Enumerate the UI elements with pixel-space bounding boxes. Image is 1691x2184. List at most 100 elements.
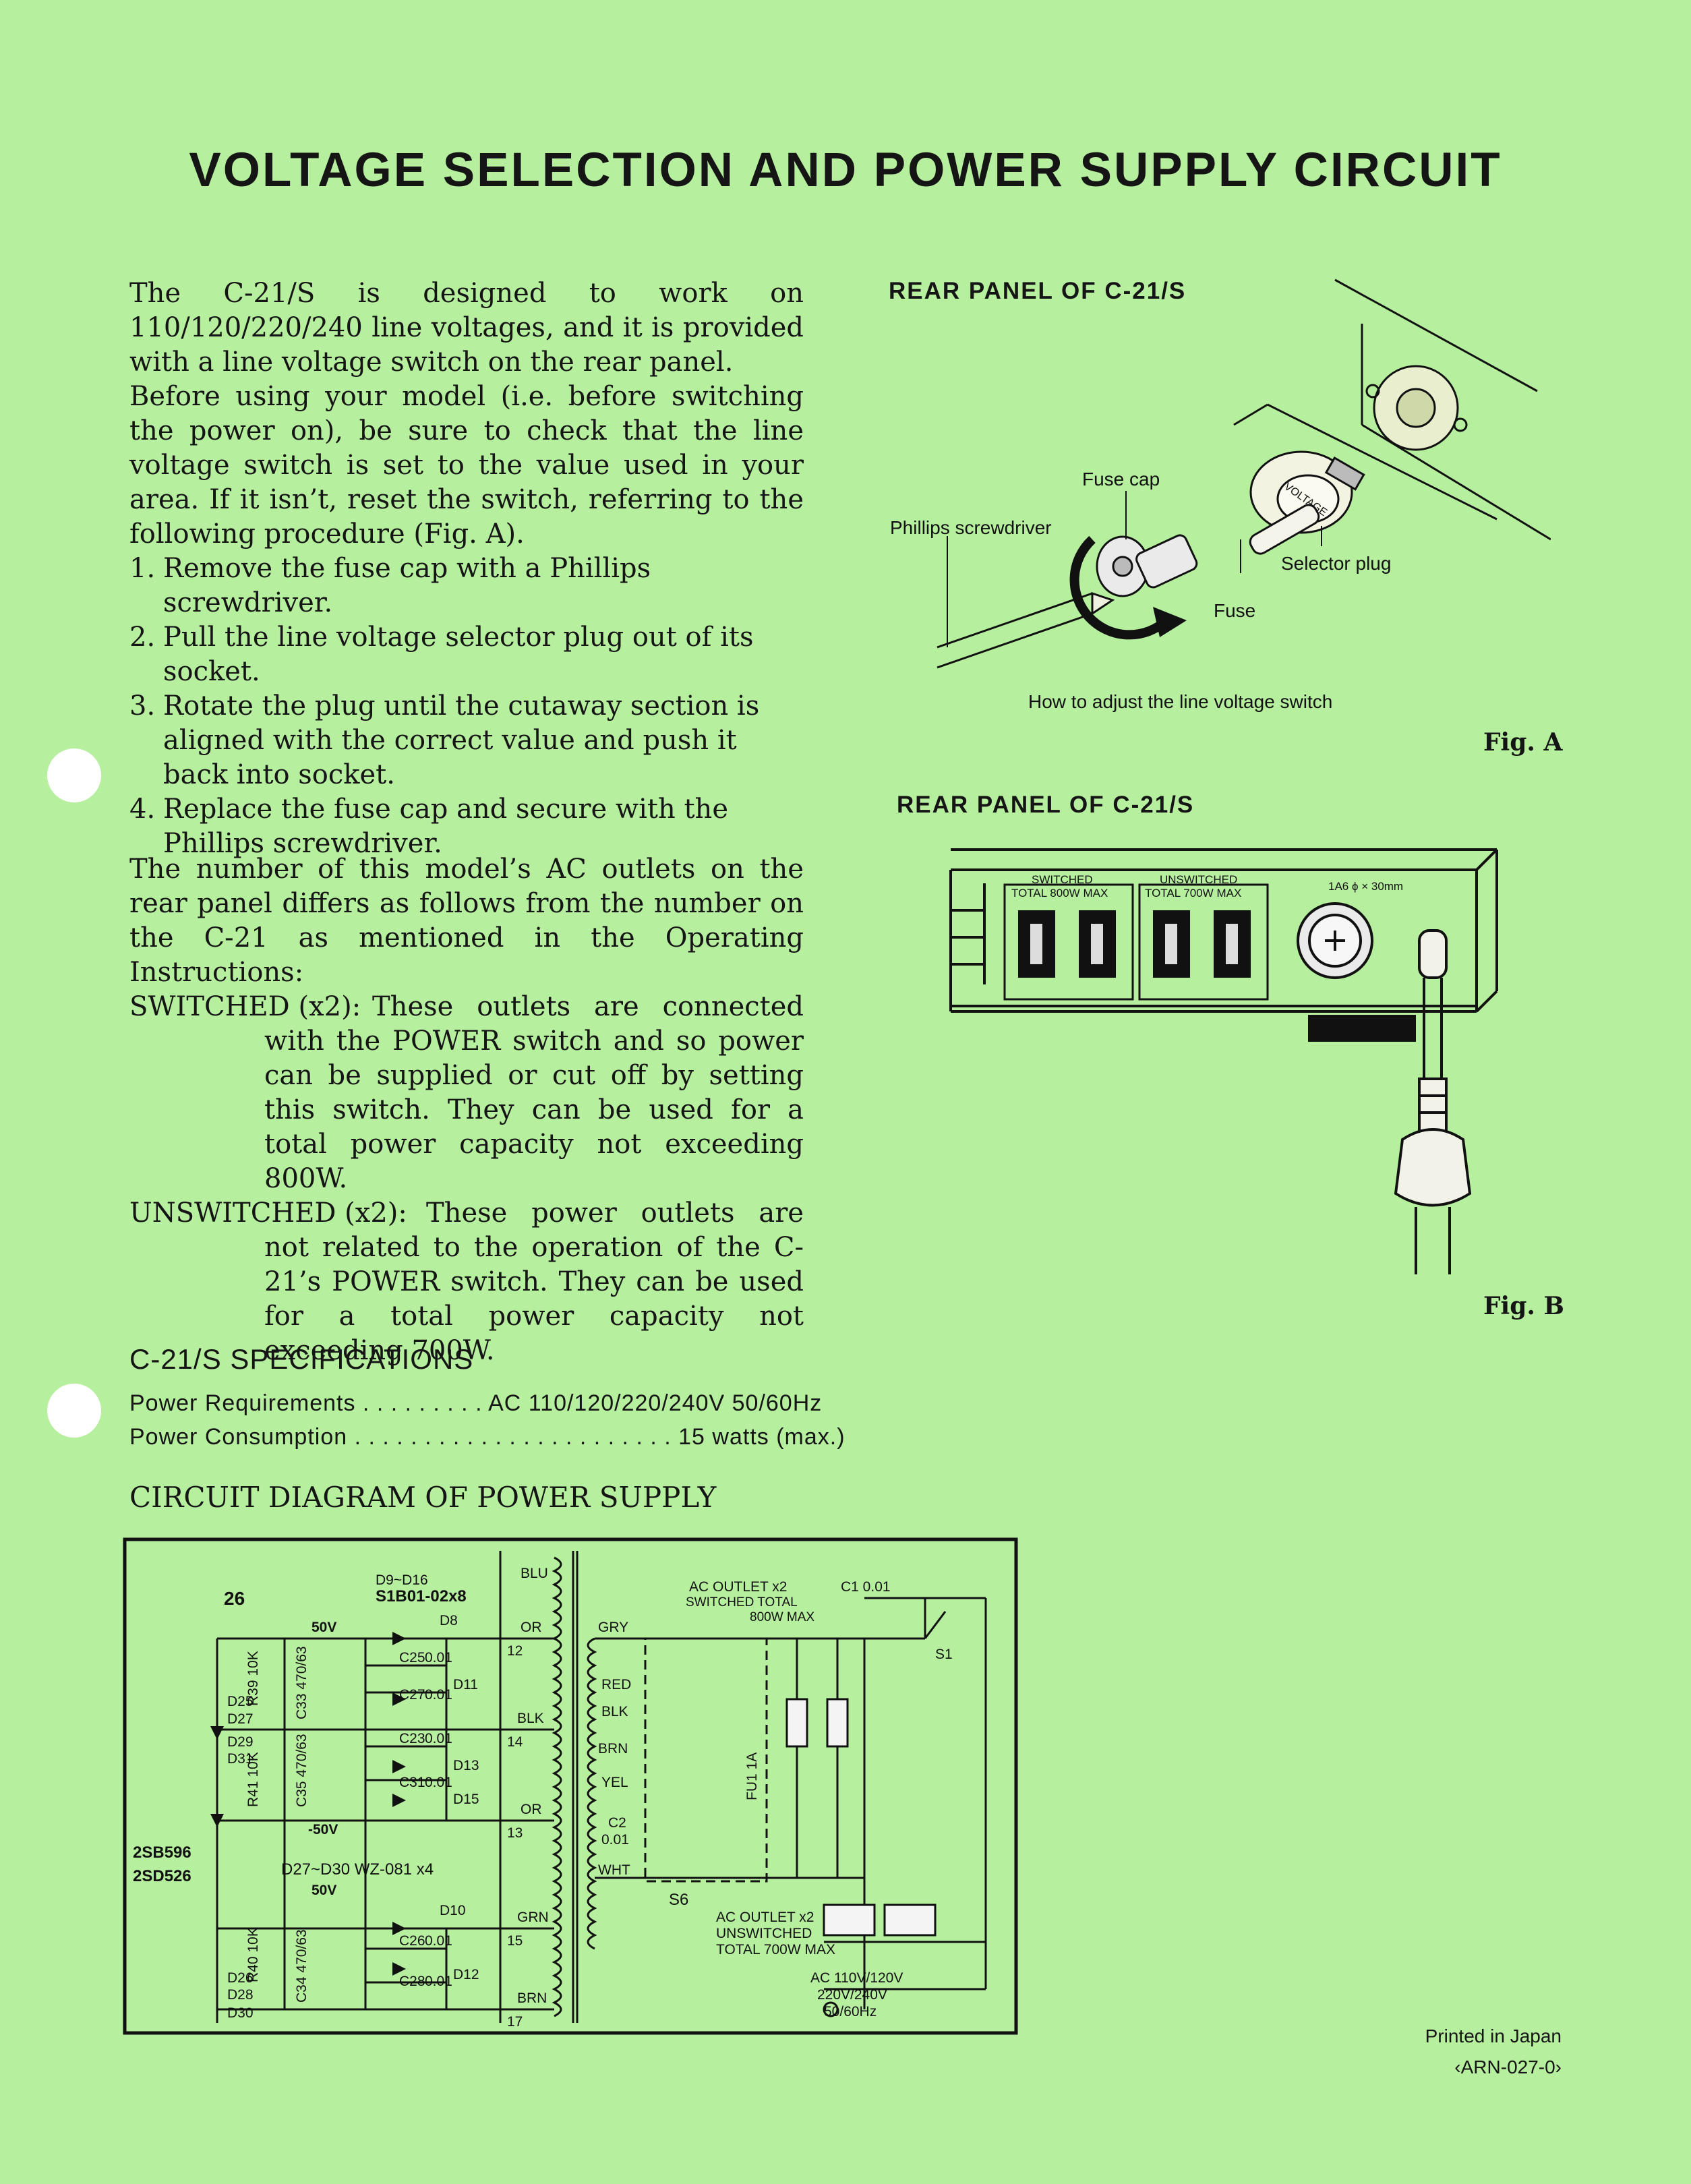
fuse-holder bbox=[1297, 902, 1373, 979]
ckt-label-d30: D30 bbox=[227, 2005, 254, 2021]
ckt-label-t12: 12 bbox=[507, 1643, 523, 1659]
ckt-label-s1b01: S1B01-02x8 bbox=[376, 1587, 467, 1605]
ckt-label-d10: D10 bbox=[440, 1903, 466, 1918]
ckt-label-c35: C35 470/63 bbox=[294, 1734, 309, 1807]
step-text: Rotate the plug until the cutaway sectio… bbox=[163, 690, 760, 790]
ckt-label-brn2: BRN bbox=[598, 1741, 628, 1757]
fig-b-heading: REAR PANEL OF C-21/S bbox=[897, 792, 1195, 818]
ckt-label-cap-value: 0.01 bbox=[425, 1933, 452, 1949]
ckt-label-neg50v: -50V bbox=[308, 1822, 338, 1837]
punch-hole-bottom bbox=[47, 1384, 101, 1438]
fig-b-label: Fig. B bbox=[1483, 1292, 1564, 1320]
ckt-label-26: 26 bbox=[224, 1588, 245, 1609]
screwdriver bbox=[937, 591, 1115, 669]
ckt-label-cap-value: 0.01 bbox=[425, 1687, 452, 1703]
punch-hole-top bbox=[47, 748, 101, 802]
ckt-label-brn: BRN bbox=[517, 1990, 547, 2006]
arrow-head bbox=[1153, 607, 1187, 637]
fig-a-label: Fig. A bbox=[1483, 728, 1563, 757]
unswitched-outlet-group bbox=[1138, 883, 1269, 1001]
ckt-label-t13: 13 bbox=[507, 1825, 523, 1841]
ckt-label-c2-value: 0.01 bbox=[601, 1832, 629, 1848]
ckt-label-c2: C2 bbox=[608, 1815, 626, 1831]
ckt-label-c25: C25 bbox=[399, 1650, 425, 1665]
outlet-slot bbox=[1165, 924, 1177, 964]
printed-in-japan: Printed in Japan bbox=[1425, 2026, 1562, 2046]
unswitched-label: UNSWITCHED bbox=[1160, 873, 1237, 886]
ckt-label-d11: D11 bbox=[453, 1677, 478, 1692]
outlets-intro: The number of this model’s AC outlets on… bbox=[129, 854, 804, 988]
outlet-slot bbox=[1030, 924, 1042, 964]
ckt-label-cap-value: 0.01 bbox=[425, 1775, 452, 1790]
ckt-label-wz081: D27~D30 WZ-081 x4 bbox=[281, 1860, 434, 1879]
voltage-socket bbox=[1365, 365, 1468, 451]
ckt-label-sw-max: 800W MAX bbox=[750, 1610, 814, 1624]
specs-heading: C-21/S SPECIFICATIONS bbox=[129, 1343, 474, 1375]
ckt-label-unsw-label: UNSWITCHED bbox=[716, 1926, 812, 1941]
ckt-label-ac-line3: 50/60Hz bbox=[824, 2004, 877, 2019]
ckt-label-c28: C28 bbox=[399, 1974, 425, 1989]
ckt-label-d13: D13 bbox=[453, 1758, 479, 1773]
ckt-label-sw-total: SWITCHED TOTAL bbox=[686, 1595, 798, 1610]
switched-total: TOTAL 800W MAX bbox=[1011, 887, 1108, 899]
fuse bbox=[1249, 504, 1320, 555]
ckt-label-d26: D26 bbox=[227, 1970, 254, 1986]
switched-outlet-group bbox=[1003, 883, 1134, 1001]
spec-dots: . . . . . . . . . . . . . . . . . . . . … bbox=[347, 1424, 679, 1450]
rear-panel-outline bbox=[1233, 278, 1551, 541]
document-code: ‹ARN-027-0› bbox=[1454, 2057, 1562, 2077]
ckt-label-c1: C1 0.01 bbox=[841, 1579, 891, 1595]
step-number: 3. bbox=[129, 690, 156, 721]
ckt-label-ac-line2: 220V/240V bbox=[817, 1987, 887, 2003]
fuse-rating: 1A6 ϕ × 30mm bbox=[1328, 880, 1403, 893]
ckt-label-d8: D8 bbox=[440, 1613, 458, 1628]
intro-paragraph-1: The C-21/S is designed to work on 110/12… bbox=[129, 278, 804, 378]
ckt-label-t14: 14 bbox=[507, 1734, 523, 1750]
switched-label: SWITCHED bbox=[1032, 873, 1093, 886]
ckt-label-s6: S6 bbox=[669, 1891, 688, 1909]
procedure-step: 3.Rotate the plug until the cutaway sect… bbox=[129, 689, 804, 792]
circuit-border bbox=[123, 1537, 1018, 2035]
step-text: Remove the fuse cap with a Phillips scre… bbox=[163, 553, 651, 618]
ckt-label-unsw-outlet: AC OUTLET x2 bbox=[716, 1910, 814, 1925]
intro-paragraph-2: Before using your model (i.e. before swi… bbox=[129, 381, 804, 550]
circuit-diagram: 26 D9~D16 S1B01-02x8 50V -50V 50V D8 D10… bbox=[123, 1537, 1018, 2035]
ckt-label-cap-value: 0.01 bbox=[425, 1974, 452, 1989]
ckt-label-c26: C26 bbox=[399, 1933, 425, 1949]
ckt-label-d9d16: D9~D16 bbox=[376, 1572, 428, 1588]
ckt-label-cap-value: 0.01 bbox=[425, 1731, 452, 1746]
ckt-label-yel: YEL bbox=[601, 1775, 628, 1790]
unswitched-total: TOTAL 700W MAX bbox=[1145, 887, 1241, 899]
ckt-label-c31: C31 bbox=[399, 1775, 425, 1790]
label-fuse-cap: Fuse cap bbox=[1082, 469, 1160, 490]
outlet-term: SWITCHED (x2): bbox=[129, 991, 361, 1022]
ckt-label-fu1: FU1 1A bbox=[744, 1752, 760, 1800]
outlet-definitions: SWITCHED (x2): These outlets are connect… bbox=[129, 990, 804, 1368]
spec-row-power-requirements: Power Requirements . . . . . . . . . AC … bbox=[129, 1390, 822, 1417]
fig-a-caption: How to adjust the line voltage switch bbox=[1028, 691, 1332, 712]
ckt-label-c27: C27 bbox=[399, 1687, 425, 1703]
ckt-label-r41: R41 10K bbox=[245, 1752, 261, 1807]
ckt-label-t15: 15 bbox=[507, 1933, 523, 1949]
spec-row-power-consumption: Power Consumption . . . . . . . . . . . … bbox=[129, 1424, 846, 1450]
ckt-label-s1: S1 bbox=[935, 1647, 953, 1662]
ckt-label-2sd526: 2SD526 bbox=[133, 1867, 191, 1885]
page-title: VOLTAGE SELECTION AND POWER SUPPLY CIRCU… bbox=[189, 144, 1502, 197]
fig-a-illustration: VOLTAGE Fuse cap Phillips screwdriver Se… bbox=[890, 278, 1551, 712]
step-number: 2. bbox=[129, 622, 156, 653]
ckt-label-c33: C33 470/63 bbox=[294, 1646, 309, 1719]
outlet-term: UNSWITCHED (x2): bbox=[129, 1198, 407, 1229]
ckt-label-d25: D25 bbox=[227, 1694, 254, 1709]
label-screwdriver: Phillips screwdriver bbox=[890, 517, 1052, 538]
ckt-label-d12: D12 bbox=[453, 1967, 479, 1982]
ckt-label-50v-b: 50V bbox=[312, 1883, 336, 1898]
label-selector-plug: Selector plug bbox=[1281, 553, 1391, 574]
ckt-label-d27: D27 bbox=[227, 1711, 254, 1727]
ckt-label-c34: C34 470/63 bbox=[294, 1929, 309, 2003]
spec-value: AC 110/120/220/240V 50/60Hz bbox=[488, 1390, 823, 1416]
outlet-definition-unswitched: UNSWITCHED (x2): These power outlets are… bbox=[129, 1196, 804, 1368]
selector-plug bbox=[1249, 450, 1365, 534]
ckt-label-sw-outlet: AC OUTLET x2 bbox=[689, 1579, 787, 1595]
ckt-label-r39: R39 10K bbox=[245, 1651, 261, 1706]
procedure-step: 1.Remove the fuse cap with a Phillips sc… bbox=[129, 552, 804, 620]
